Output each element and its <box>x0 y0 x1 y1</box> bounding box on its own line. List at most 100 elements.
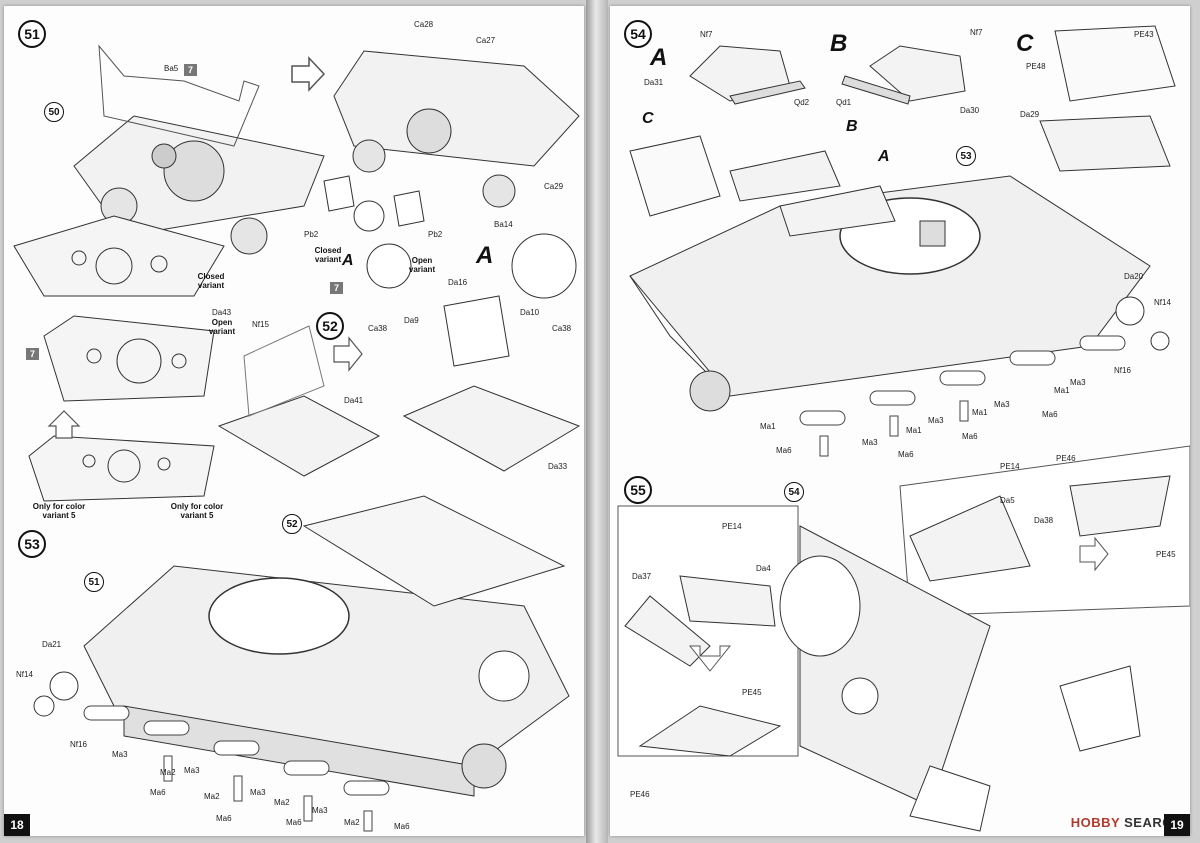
step-ref-54: 54 <box>784 482 804 502</box>
part-pe43: PE43 <box>1134 30 1154 39</box>
step54-hull <box>629 135 1170 412</box>
part-da43: Da43 <box>212 308 232 317</box>
part-da37: Da37 <box>632 572 652 581</box>
part-qd2: Qd2 <box>794 98 810 107</box>
part-da4: Da4 <box>756 564 771 573</box>
part-ca27: Ca27 <box>476 36 496 45</box>
part-pb2-b: Pb2 <box>428 230 443 239</box>
arrow-down <box>688 645 732 672</box>
variant5-note-left: Only for color variant 5 <box>32 502 86 520</box>
part-ma3-b: Ma3 <box>184 766 200 775</box>
step51-hull-assembly <box>13 44 325 297</box>
part-pb2: Pb2 <box>304 230 319 239</box>
step-number-51: 51 <box>18 20 46 48</box>
part-ma6-d: Ma6 <box>394 822 410 831</box>
variant-a-label-small: A <box>342 252 354 269</box>
closed-variant-note-2: Closed variant <box>314 246 342 264</box>
part-ma2-b: Ma2 <box>204 792 220 801</box>
step-ref-53: 53 <box>956 146 976 166</box>
subassembly-c-cover <box>1054 25 1176 102</box>
arrow-up <box>47 410 81 439</box>
closed-variant-note: Closed variant <box>197 272 225 290</box>
part-ma6-c: Ma6 <box>898 450 914 459</box>
part-da21: Da21 <box>42 640 62 649</box>
badge-7: 7 <box>26 348 39 360</box>
part-ma1-d: Ma1 <box>760 422 776 431</box>
part-ma6-d: Ma6 <box>776 446 792 455</box>
step-ref-51: 51 <box>84 572 104 592</box>
step-number-53: 53 <box>18 530 46 558</box>
part-pe45: PE45 <box>1156 550 1176 559</box>
part-ma3-c: Ma3 <box>250 788 266 797</box>
part-da33: Da33 <box>548 462 568 471</box>
variant-a-label: A <box>650 44 668 71</box>
part-ma1: Ma1 <box>1054 386 1070 395</box>
open-variant-note: Open variant <box>208 318 236 336</box>
step51-completed-hull <box>323 50 580 289</box>
part-ma2-c: Ma2 <box>274 798 290 807</box>
part-ma3-d: Ma3 <box>312 806 328 815</box>
variant-a-small: A <box>878 148 890 165</box>
left-page: 51 50 52 52 53 51 A A 7 7 7 Closed varia… <box>4 6 584 836</box>
step-number-54: 54 <box>624 20 652 48</box>
part-pe45-b: PE45 <box>742 688 762 697</box>
part-pe14-b: PE14 <box>722 522 742 531</box>
part-ma6-c: Ma6 <box>286 818 302 827</box>
part-ma3: Ma3 <box>112 750 128 759</box>
step-number-55: 55 <box>624 476 652 504</box>
part-da20: Da20 <box>1124 272 1144 281</box>
step-ref-50: 50 <box>44 102 64 122</box>
step55-rear-hull <box>779 525 1141 832</box>
part-da10: Da10 <box>520 308 540 317</box>
part-ma3-c: Ma3 <box>928 416 944 425</box>
part-nf16: Nf16 <box>70 740 87 749</box>
part-ma2: Ma2 <box>160 768 176 777</box>
page-number-18: 18 <box>4 814 30 836</box>
part-ca38-b: Ca38 <box>552 324 572 333</box>
variant-c-label: C <box>1016 30 1034 57</box>
right-page-illustrations <box>617 25 1190 832</box>
variant-b-label: B <box>830 30 848 57</box>
arrow-right-52 <box>333 336 363 372</box>
part-ma6-b: Ma6 <box>216 814 232 823</box>
part-ba14: Ba14 <box>494 220 513 229</box>
step52-floor-plate <box>217 395 381 477</box>
rear-plate-closed <box>43 315 215 402</box>
part-da31: Da31 <box>644 78 664 87</box>
part-ma6: Ma6 <box>1042 410 1058 419</box>
variant-c-small: C <box>642 110 654 127</box>
part-ca28: Ca28 <box>414 20 434 29</box>
open-variant-note-2: Open variant <box>408 256 436 274</box>
variant-b-small: B <box>846 118 858 135</box>
right-page: 54 53 55 54 A B C C B A Nf7 Nf7 Da31 Qd2… <box>610 6 1190 836</box>
part-ca29: Ca29 <box>544 182 564 191</box>
part-nf7: Nf7 <box>700 30 713 39</box>
subassembly-a <box>689 45 791 102</box>
part-ma1-b: Ma1 <box>972 408 988 417</box>
part-da5: Da5 <box>1000 496 1015 505</box>
variant-a-plate <box>511 233 577 299</box>
part-pe14: PE14 <box>1000 462 1020 471</box>
part-da29: Da29 <box>1020 110 1040 119</box>
rear-plate-variant5 <box>28 435 215 502</box>
part-ma3: Ma3 <box>1070 378 1086 387</box>
page-number-19: 19 <box>1164 814 1190 836</box>
part-qd1: Qd1 <box>836 98 852 107</box>
part-nf15: Nf15 <box>252 320 269 329</box>
part-ma3-d: Ma3 <box>862 438 878 447</box>
part-ma6-b: Ma6 <box>962 432 978 441</box>
part-ca38: Ca38 <box>368 324 388 333</box>
part-pe46: PE46 <box>1056 454 1076 463</box>
part-pe46-b: PE46 <box>630 790 650 799</box>
part-da9: Da9 <box>404 316 419 325</box>
part-ma6: Ma6 <box>150 788 166 797</box>
step52-hatch-frame <box>402 385 581 472</box>
part-ma1-c: Ma1 <box>906 426 922 435</box>
variant5-note-right: Only for color variant 5 <box>170 502 224 520</box>
part-nf16: Nf16 <box>1114 366 1131 375</box>
part-nf7-b: Nf7 <box>970 28 983 37</box>
step-number-52: 52 <box>316 312 344 340</box>
part-pe48: PE48 <box>1026 62 1046 71</box>
left-page-illustrations <box>13 44 581 832</box>
subassembly-c-base <box>1039 115 1171 172</box>
